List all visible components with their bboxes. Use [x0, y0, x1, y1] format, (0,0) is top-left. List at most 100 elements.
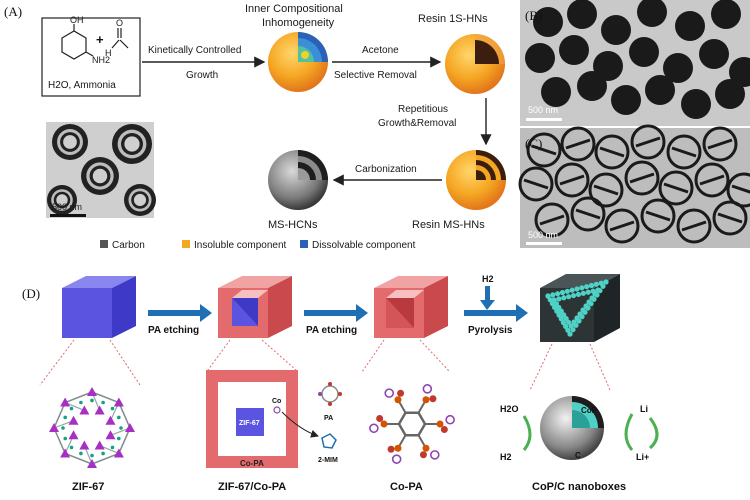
tem-hollow-wall [565, 138, 591, 150]
tem-hollow-sphere [534, 202, 570, 238]
inhomogeneity-line1: Inner Compositional [245, 3, 343, 15]
tem-hollow-wall [645, 210, 671, 222]
tem-sphere [663, 53, 693, 83]
stage-label-zif67-copa: ZIF-67/Co-PA [218, 481, 286, 493]
tem-sphere [699, 39, 729, 69]
co-node [79, 405, 90, 415]
legend-insoluble: Insoluble component [194, 240, 287, 251]
cop-bead [580, 307, 586, 313]
tem-hollow-wall [699, 174, 725, 186]
tem-sphere [541, 77, 571, 107]
tem-hollow-sphere [676, 208, 712, 244]
tem-sphere [675, 11, 705, 41]
tem-sphere [577, 71, 607, 101]
cop-bead [561, 312, 567, 318]
zif-atom [69, 445, 74, 450]
tem-sphere [533, 7, 563, 37]
cop-bead [550, 292, 556, 298]
tem-hollow-sphere [604, 208, 640, 244]
cop-bead [545, 293, 551, 299]
copa-cube [374, 276, 448, 338]
cop-bead [586, 299, 592, 305]
tem-sphere [567, 0, 597, 29]
tem-sphere [645, 75, 675, 105]
resin-ms-sphere [446, 150, 506, 210]
copa-oxygen [419, 451, 427, 459]
scale-bar-b: 500 nm [528, 105, 558, 115]
cop-bead [585, 289, 591, 295]
tem-image-c: 500 nm (C) [518, 124, 750, 248]
copa-phosphate [380, 420, 388, 428]
cop-bead [565, 327, 571, 333]
tem-hollow-wall [681, 220, 707, 232]
arrow2-label: PA etching [306, 325, 357, 336]
cop-bead [589, 295, 595, 301]
cop-bead [556, 304, 562, 311]
tem-sphere [637, 0, 667, 27]
step3-line2: Growth&Removal [378, 118, 456, 129]
co-node [87, 387, 97, 396]
zif-atom [61, 426, 65, 430]
tem-sphere [729, 57, 750, 87]
zif-linker [91, 391, 120, 404]
copa-phosphate [422, 444, 430, 452]
tem-sphere [593, 51, 623, 81]
resin-1s-label: Resin 1S-HNs [418, 13, 488, 25]
zif-atom [90, 398, 94, 403]
cop-bead [565, 319, 572, 325]
resin-1s-sphere [445, 34, 505, 94]
tem-hollow-sphere [560, 126, 596, 162]
arrow-pa-etching-1 [148, 310, 200, 316]
cop-bead [558, 316, 564, 322]
zif-atom [116, 436, 121, 441]
inset-2mim-label: 2-MIM [318, 457, 338, 464]
tem-hollow-sphere [624, 160, 660, 196]
tem-hollow-wall [629, 172, 655, 184]
tem-sphere [715, 79, 745, 109]
tem-image-b: 500 nm (B) [520, 0, 750, 126]
copa-co [445, 414, 455, 425]
zif-atom [63, 436, 68, 441]
tem-sphere [525, 43, 555, 73]
cop-bead [564, 288, 570, 294]
tem-hollow-wall [559, 174, 585, 186]
copa-ring [397, 411, 427, 437]
h2-inlet-arrow [485, 286, 490, 302]
li-label: Li [640, 404, 648, 414]
step4-label: Carbonization [355, 164, 417, 175]
copa-oxygen [429, 395, 437, 403]
tem-particle-void [63, 135, 77, 149]
tem-sphere [711, 0, 741, 29]
tem-hollow-sphere [658, 170, 694, 206]
tem-hollow-wall [635, 136, 661, 148]
cop-bead [575, 291, 582, 298]
legend-dissolvable: Dissolvable component [312, 240, 416, 251]
inset-pa-label: PA [324, 415, 333, 422]
cop-bead [559, 289, 566, 296]
tem-particle-void [133, 193, 147, 207]
tem-hollow-wall [731, 184, 750, 194]
copa-molecule [369, 384, 455, 464]
nh2-label: NH2 [92, 55, 110, 65]
zif-linker [53, 427, 66, 454]
tem-hollow-wall [593, 184, 619, 196]
tem-hollow-wall [599, 146, 625, 158]
copa-co [384, 388, 395, 398]
cop-bead [579, 285, 585, 291]
co-node [125, 423, 135, 432]
tem-particle-void [56, 194, 68, 206]
co-node [68, 415, 79, 425]
tem-hollow-sphere [630, 124, 666, 160]
co-node [113, 448, 124, 458]
cop-bead [574, 286, 580, 292]
zif-linker [118, 402, 131, 429]
cop-bead [584, 284, 590, 290]
copa-oxygen [387, 445, 395, 453]
cop-bead [574, 315, 580, 321]
zif-linker [118, 427, 131, 454]
zif-atom [63, 415, 68, 420]
cop-bead [547, 297, 553, 303]
stage-label-zif67: ZIF-67 [72, 481, 104, 493]
cop-bead [563, 315, 569, 322]
arrow-pyrolysis [464, 310, 516, 316]
